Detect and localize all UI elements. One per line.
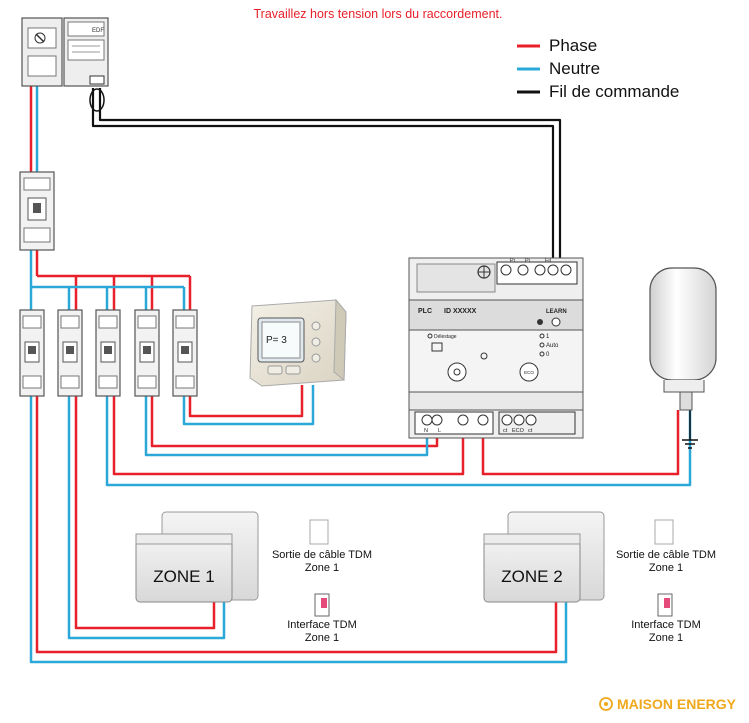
controller-model: PLC <box>418 308 432 315</box>
cable-exit-icon <box>654 519 674 545</box>
mode-1-label: 1 <box>546 334 550 340</box>
thermostat-button-icon <box>311 337 321 347</box>
wires <box>29 86 698 664</box>
controller-id: ID XXXXX <box>444 308 477 315</box>
warning-text: Travaillez hors tension lors du raccorde… <box>254 7 503 21</box>
electric-meter: EDF <box>63 17 109 87</box>
breaker-row <box>19 309 198 397</box>
earth-icon <box>682 439 698 449</box>
meter-brand: EDF <box>92 28 104 34</box>
cable-exit-icon <box>309 519 329 545</box>
terminal-label: Pi <box>510 258 515 264</box>
circuit-breaker <box>134 309 160 397</box>
circuit-breaker <box>57 309 83 397</box>
thermostat: P= 3 <box>249 298 347 387</box>
zone-label: ZONE 2 <box>501 567 562 586</box>
gear-icon <box>453 368 461 376</box>
mode-0-label: 0 <box>546 352 550 358</box>
terminal-label: Fil <box>545 258 551 264</box>
brand-name: MAISON ENERGY <box>617 696 737 712</box>
terminal-label: Pi <box>525 258 530 264</box>
main-breaker <box>21 17 63 87</box>
learn-button <box>551 317 561 327</box>
thermostat-display: P= 3 <box>266 335 287 346</box>
differential-switch <box>19 171 55 251</box>
zone-label: ZONE 1 <box>153 567 214 586</box>
top-terminals <box>500 264 572 276</box>
legend-neutre-label: Neutre <box>549 59 600 78</box>
current-clamp <box>89 88 105 112</box>
terminal-l-label: L <box>438 428 441 434</box>
eco-button-label: ECO <box>524 370 534 375</box>
delestage-label: Délestage <box>434 334 457 340</box>
legend-commande-label: Fil de commande <box>549 82 679 101</box>
command-wire <box>91 88 555 262</box>
water-heater <box>649 267 717 411</box>
terminal-n-label: N <box>424 428 428 434</box>
mode-auto-label: Auto <box>546 343 559 349</box>
bottom-terminals <box>421 414 537 426</box>
eco-button <box>519 362 539 382</box>
circuit-breaker <box>19 309 45 397</box>
learn-label: LEARN <box>546 309 567 315</box>
thermostat-button-icon <box>311 321 321 331</box>
learn-led-icon <box>537 319 543 325</box>
terminal-label: ct <box>503 428 508 434</box>
legend-phase-label: Phase <box>549 36 597 55</box>
circuit-breaker <box>172 309 198 397</box>
settings-button <box>447 362 467 382</box>
legend: Phase Neutre Fil de commande <box>517 36 679 101</box>
terminal-label: ct <box>528 428 533 434</box>
sun-icon <box>480 352 488 360</box>
brand-icon <box>599 697 613 711</box>
brand-logo: MAISON ENERGY <box>599 696 737 712</box>
circuit-breaker <box>95 309 121 397</box>
thermostat-button-icon <box>311 353 321 363</box>
load-controller: Pi Pi Fil PLC ID XXXXX LEARN Délestage 1… <box>408 257 584 439</box>
terminal-label: ECO <box>512 428 525 434</box>
